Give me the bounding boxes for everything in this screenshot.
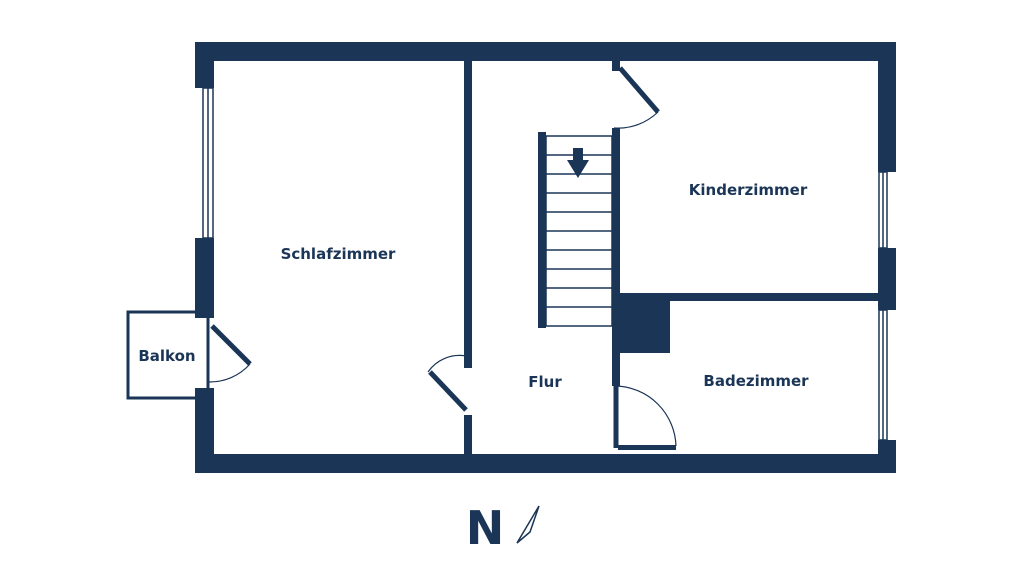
wall-left-middle (195, 238, 214, 318)
wall-schlafzimmer-flur-lower (464, 415, 472, 454)
room-label-balkon: Balkon (138, 347, 195, 365)
wall-right-upper (878, 42, 896, 172)
stair-direction-arrow-icon (567, 148, 589, 178)
wall-schlafzimmer-flur-upper (464, 61, 472, 368)
wall-bottom (195, 454, 896, 473)
compass-needle-icon (516, 505, 540, 544)
threshold-bad (618, 445, 676, 450)
wall-left-lower (195, 388, 214, 473)
stair-rail (538, 132, 546, 328)
wall-flur-rooms-middle (612, 128, 620, 386)
wall-kinder-bad (620, 293, 878, 301)
door-schlafzimmer (428, 370, 468, 412)
windows (202, 87, 888, 441)
room-labels: Schlafzimmer Kinderzimmer Badezimmer Flu… (138, 181, 809, 391)
staircase (538, 132, 613, 328)
wall-left-upper (195, 42, 214, 88)
wall-right-lower (878, 440, 896, 473)
compass: N (466, 501, 540, 555)
shaft-block (620, 293, 670, 353)
balkon-outline (126, 310, 210, 400)
compass-label: N (466, 501, 505, 555)
doors (207, 66, 677, 448)
room-label-schlafzimmer: Schlafzimmer (281, 245, 396, 263)
wall-flur-rooms-upper (612, 61, 620, 71)
wall-right-middle (878, 248, 896, 310)
room-label-kinderzimmer: Kinderzimmer (689, 181, 808, 199)
room-label-badezimmer: Badezimmer (703, 372, 809, 390)
wall-top (195, 42, 896, 61)
room-label-flur: Flur (528, 373, 562, 391)
walls (126, 42, 896, 473)
stair-steps (546, 154, 612, 308)
door-kinderzimmer (618, 66, 660, 114)
door-balkon (210, 324, 252, 366)
